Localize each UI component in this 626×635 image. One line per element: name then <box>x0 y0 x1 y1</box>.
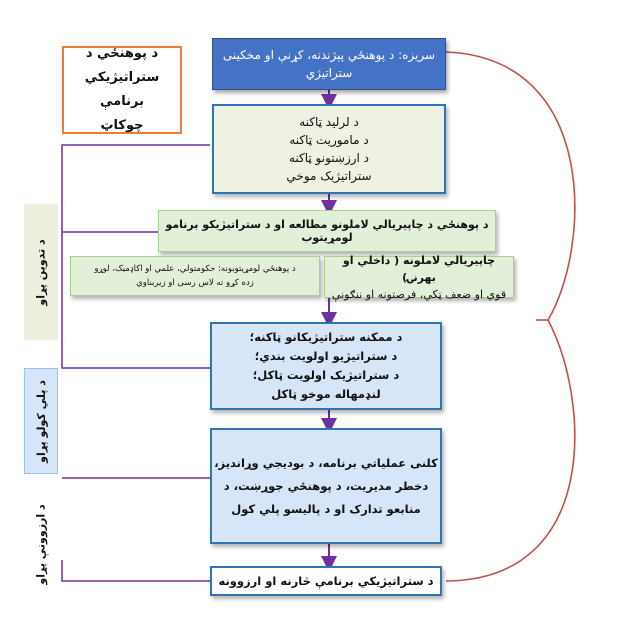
goals-box: د ممکنه ستراتيژيکانو ټاکنه؛ د ستراتيژيو … <box>210 322 442 410</box>
research-box: د پوهنځي د چاپيريالي لاملونو مطالعه او د… <box>158 210 496 252</box>
phase-evaluation-label: د ارزوونې پړاو <box>24 494 58 594</box>
vision-line: د ماموريت ټاکنه <box>289 133 369 147</box>
phase-evaluation-text: د ارزوونې پړاو <box>34 503 48 585</box>
framework-line: د پوهنځي د <box>85 46 159 61</box>
bracket-phase3 <box>61 560 210 582</box>
swot-line: قوي او ضعف ټکي، فرصتونه او ننګونې <box>331 287 507 301</box>
execution-line: کلنی عملياتي برنامه، د بوديجي وړانديز، <box>214 455 438 470</box>
research-text: د پوهنځي د چاپيريالي لاملونو مطالعه او د… <box>165 218 489 244</box>
vision-box: د لرليد ټاکنه د ماموريت ټاکنه د ارزښتونو… <box>212 104 446 194</box>
academic-line: د پوهنځي لومړيتوبونه: حکومتولي، علمي او … <box>94 264 296 274</box>
vision-line: د لرليد ټاکنه <box>299 115 359 129</box>
academic-priorities-box: د پوهنځي لومړيتوبونه: حکومتولي، علمي او … <box>70 256 320 296</box>
phase-formulation-text: د تدوين پړاو <box>34 238 48 306</box>
intro-line: ستراتيژي <box>305 66 353 80</box>
goals-line: د ستراتيژيو اولويت بندي؛ <box>254 349 398 363</box>
evaluation-box: د ستراتيژيکي برنامې څارنه او ارزوونه <box>210 566 442 596</box>
feedback-curve <box>445 51 576 582</box>
phase-implementation-text: د پلي کولو پړاو <box>34 379 48 463</box>
execution-line: دخطر مديريت، د پوهنځي جوړښت، د <box>223 478 429 493</box>
swot-box: چاپيريالي لاملونه ( داخلي او بهرنۍ) قوي … <box>324 254 514 301</box>
goals-line: د ستراتيژيک اولويت ټاکل؛ <box>252 368 400 382</box>
goals-line: لنډمهاله موخو ټاکل <box>271 387 381 401</box>
bracket-phase1 <box>61 144 210 369</box>
vision-line: ستراتيژيک موخي <box>286 169 372 183</box>
evaluation-text: د ستراتيژيکي برنامې څارنه او ارزوونه <box>218 574 434 588</box>
framework-line: چوکاټ <box>100 118 144 133</box>
framework-line: ستراتيژيکي برنامې <box>84 70 160 109</box>
framework-box: د پوهنځي د ستراتيژيکي برنامې چوکاټ <box>62 46 182 134</box>
intro-box: سريزه: د پوهنځي پېژندنه، کړنې او مخکينی … <box>212 38 446 90</box>
intro-line: سريزه: د پوهنځي پېژندنه، کړنې او مخکينی <box>222 48 436 62</box>
academic-line: زده کړو ته لاس رسی او زيربناوي <box>136 278 254 288</box>
vision-line: د ارزښتونو ټاکنه <box>288 151 370 165</box>
phase-formulation-label: د تدوين پړاو <box>24 204 58 340</box>
execution-box: کلنی عملياتي برنامه، د بوديجي وړانديز، د… <box>210 428 442 544</box>
swot-line: چاپيريالي لاملونه ( داخلي او بهرنۍ) <box>342 253 496 284</box>
phase-implementation-label: د پلي کولو پړاو <box>24 368 58 474</box>
goals-line: د ممکنه ستراتيژيکانو ټاکنه؛ <box>249 330 403 344</box>
execution-line: منابعو تدارک او د پاليسو پلي کول <box>231 501 421 516</box>
